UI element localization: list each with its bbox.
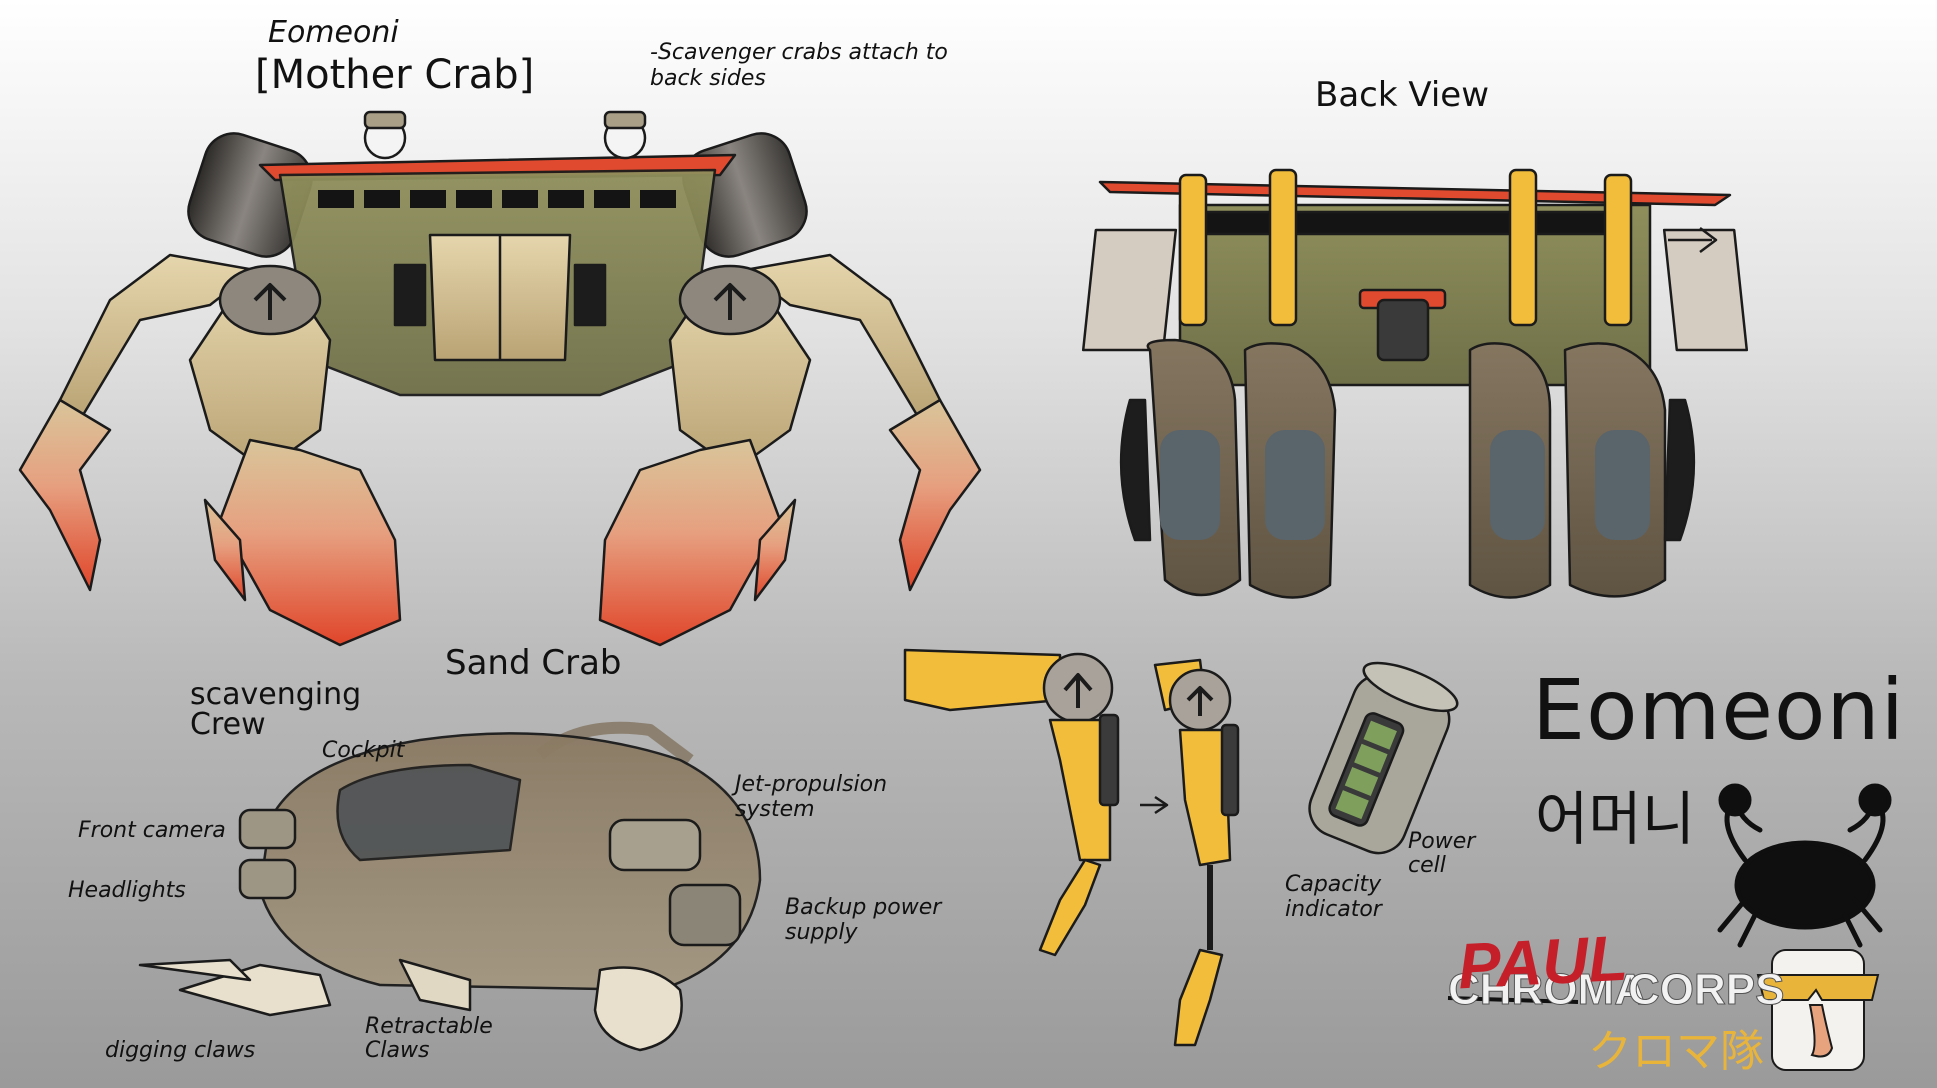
- corps-text: CORPS: [1627, 965, 1785, 1015]
- crab-silhouette-icon: [1717, 783, 1892, 948]
- chroma-japanese: クロマ隊: [1588, 1027, 1764, 1076]
- eomeoni-korean: 어머니: [1535, 785, 1696, 853]
- capacity-indicator-label: Capacity indicator: [1285, 872, 1382, 923]
- sand-crab-title: Sand Crab: [445, 643, 622, 683]
- back-view-illustration: [1081, 168, 1749, 599]
- arrow-right-icon: [1668, 227, 1718, 253]
- headlights-label: Headlights: [68, 878, 186, 903]
- chroma-struck-text: CHROMA: [1448, 965, 1647, 1015]
- sand-crab-illustration: [138, 721, 762, 1052]
- back-view-title: Back View: [1315, 75, 1490, 115]
- sunglasses-nose-mascot-icon: [1756, 949, 1880, 1071]
- scavenging-crew-label: scavenging Crew: [190, 677, 362, 742]
- front-camera-label: Front camera: [78, 818, 226, 843]
- arm-detail-illustration: [903, 648, 1459, 1047]
- scavenger-attach-note: -Scavenger crabs attach to back sides: [650, 40, 948, 92]
- mother-crab-name: Eomeoni: [268, 15, 399, 50]
- mother-crab-title: [Mother Crab]: [255, 52, 535, 98]
- jet-propulsion-label: Jet-propulsion system: [735, 772, 888, 823]
- retractable-claws-label: Retractable Claws: [365, 1014, 493, 1064]
- strike-line: [1447, 996, 1579, 1004]
- paul-overwrite: PAUL: [1456, 921, 1630, 1003]
- eomeoni-wordmark: Eomeoni: [1532, 661, 1905, 759]
- cockpit-label: Cockpit: [322, 738, 405, 763]
- backup-power-label: Backup power supply: [785, 895, 942, 946]
- digging-claws-label: digging claws: [105, 1038, 256, 1063]
- mother-crab-illustration: [18, 110, 982, 647]
- power-cell-label: Power cell: [1408, 829, 1476, 879]
